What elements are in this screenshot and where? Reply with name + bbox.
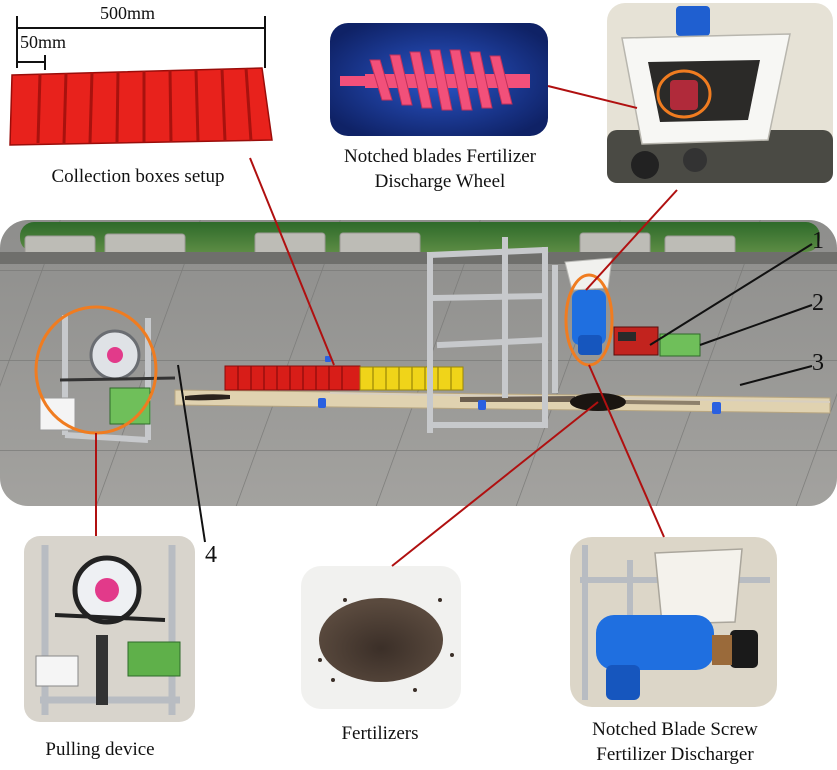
leader-lines (95, 85, 678, 567)
rail-red-boxes (224, 365, 361, 391)
aluminum-frame (426, 237, 558, 433)
dimension-cell-label: 50mm (20, 32, 67, 52)
pulling-device-photo (24, 536, 195, 722)
discharger-caption-line2: Fertilizer Discharger (596, 744, 754, 765)
pulling-device-caption: Pulling device (45, 739, 155, 760)
discharge-wheel-caption-line1: Notched blades Fertilizer (343, 146, 537, 167)
callout-4: 4 (205, 542, 217, 568)
discharge-wheel (330, 23, 548, 136)
rail-yellow-boxes (359, 366, 464, 391)
collection-boxes-caption: Collection boxes setup (51, 166, 225, 187)
dimension-total-label: 500mm (100, 3, 156, 23)
discharge-wheel-caption-line2: Discharge Wheel (374, 171, 506, 192)
hopper-photo (607, 3, 833, 183)
callout-pointers (177, 243, 813, 543)
callout-3: 3 (812, 350, 824, 376)
fertilizer-pile (301, 566, 461, 709)
callout-2: 2 (812, 290, 824, 316)
collection-box-tray (9, 67, 273, 146)
dimension-lines (16, 16, 266, 70)
fertilizers-caption: Fertilizers (341, 723, 419, 744)
main-scene-photo (0, 220, 837, 506)
discharger-caption-line1: Notched Blade Screw (592, 719, 758, 740)
callout-1: 1 (812, 228, 824, 254)
discharger-photo (570, 537, 777, 707)
